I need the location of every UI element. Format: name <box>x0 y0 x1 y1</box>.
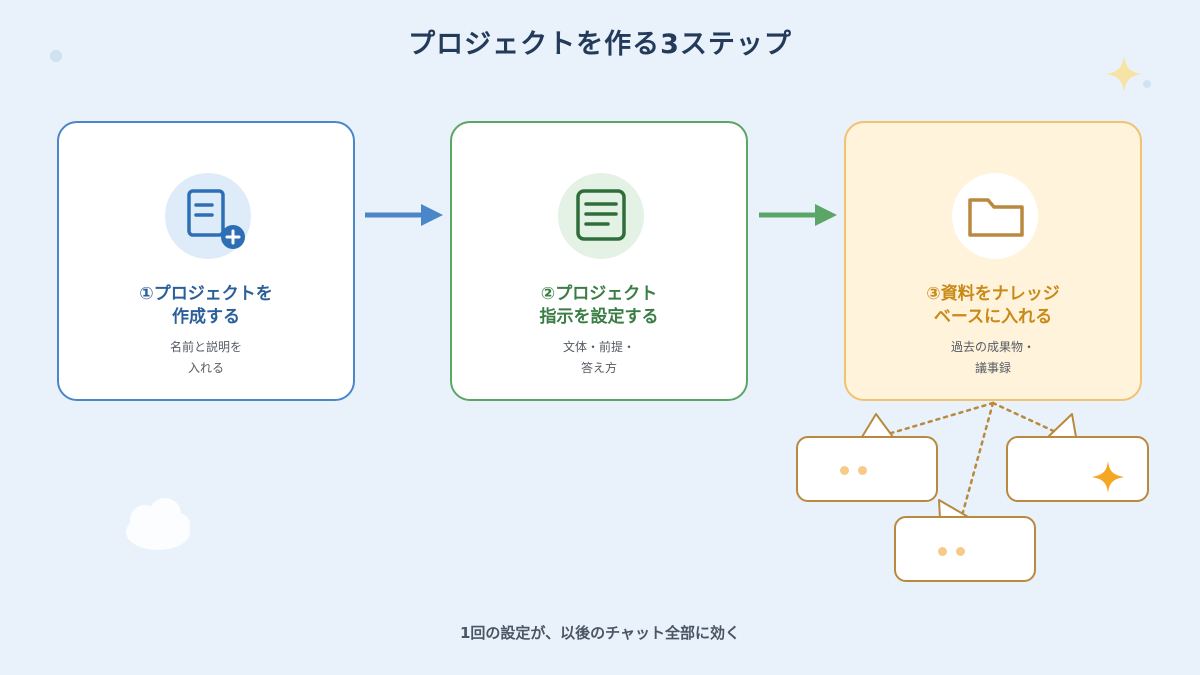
step-title: ①プロジェクトを 作成する <box>139 284 273 327</box>
page-title: プロジェクトを作る3ステップ <box>408 29 792 60</box>
dotted-connector <box>991 401 1062 436</box>
step-title: ③資料をナレッジ ベースに入れる <box>926 284 1060 327</box>
step-description: 過去の成果物・ 議事録 <box>950 340 1035 375</box>
bubble-tail <box>1047 413 1077 438</box>
sparkle-icon <box>1092 461 1124 493</box>
step-card-knowledge-base: ③資料をナレッジ ベースに入れる 過去の成果物・ 議事録 <box>844 121 1142 401</box>
typing-dot <box>840 466 849 475</box>
chat-bubble <box>1006 436 1149 502</box>
typing-dot <box>858 466 867 475</box>
chat-bubble <box>796 436 938 502</box>
arrow-right-icon <box>365 204 443 226</box>
step-card-create-project: ①プロジェクトを 作成する 名前と説明を 入れる <box>57 121 355 401</box>
sparkle-icon <box>1106 56 1142 92</box>
step-description: 文体・前提・ 答え方 <box>562 340 635 375</box>
footer-caption: 1回の設定が、以後のチャット全部に効く <box>460 624 740 642</box>
decor-dot <box>1143 80 1151 88</box>
document-lines-icon <box>576 189 626 241</box>
dotted-connector <box>961 401 995 514</box>
step-title: ②プロジェクト 指示を設定する <box>539 284 659 327</box>
step-description: 名前と説明を 入れる <box>169 340 242 375</box>
dotted-connector <box>886 401 995 436</box>
cloud-icon <box>126 498 190 550</box>
bubble-tail <box>861 413 894 438</box>
document-plus-icon <box>187 189 245 249</box>
folder-icon <box>968 198 1024 237</box>
chat-bubble <box>894 516 1036 582</box>
arrow-right-icon <box>759 204 837 226</box>
typing-dot <box>956 547 965 556</box>
typing-dot <box>938 547 947 556</box>
step-card-project-instructions: ②プロジェクト 指示を設定する 文体・前提・ 答え方 <box>450 121 748 401</box>
